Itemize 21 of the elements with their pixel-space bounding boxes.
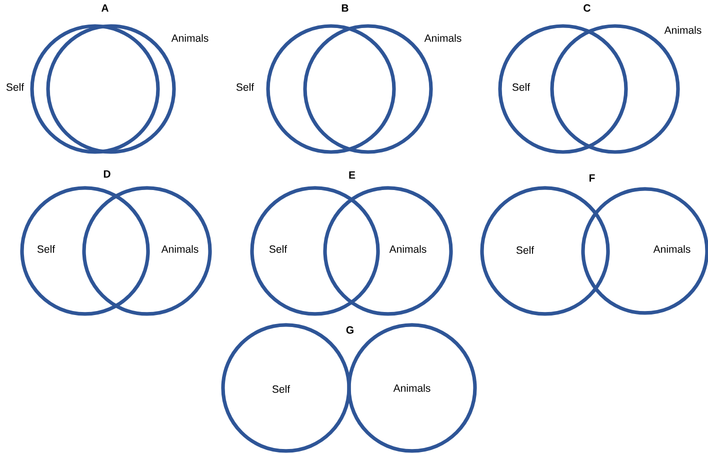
set-label: Animals — [393, 384, 430, 392]
set-label: Animals — [664, 26, 702, 34]
set-label: Animals — [424, 34, 462, 42]
set-label: Self — [512, 83, 530, 91]
set-label: Self — [6, 83, 24, 91]
panel-letter: B — [342, 4, 348, 12]
set-label: Animals — [389, 245, 426, 253]
panel-letter: D — [104, 170, 110, 178]
set-label: Self — [37, 245, 56, 253]
set-label: Self — [272, 385, 290, 393]
panel-letter: C — [584, 4, 590, 12]
set-label: Self — [516, 246, 534, 254]
panel-letter: E — [349, 171, 356, 179]
set-label: Animals — [171, 34, 208, 42]
panel-letter: A — [101, 4, 108, 12]
panel-letter: F — [590, 174, 595, 182]
panel-letter: G — [346, 326, 354, 334]
set-label: Animals — [161, 245, 198, 253]
set-label: Animals — [653, 245, 690, 253]
set-label: Self — [269, 245, 288, 253]
set-label: Self — [236, 83, 254, 91]
